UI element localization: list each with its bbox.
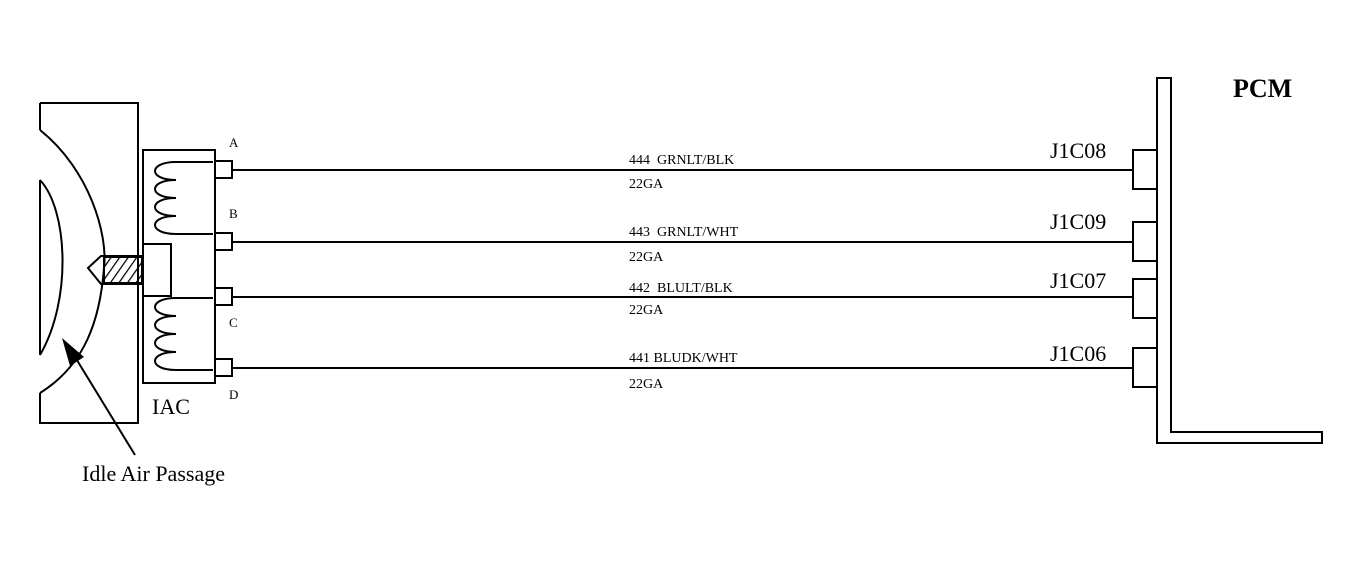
pcm-label: PCM xyxy=(1233,74,1292,103)
wire-label-444: 444 GRNLT/BLK xyxy=(629,153,734,168)
iac-pintle xyxy=(86,243,172,297)
iac-pin-b xyxy=(214,232,233,251)
gauge-label-441: 22GA xyxy=(629,377,664,392)
pcm-terminal-j1c07 xyxy=(1132,278,1158,319)
idle-air-passage-arrow xyxy=(62,338,136,456)
wire-label-442: 442 BLULT/BLK xyxy=(629,281,733,296)
terminal-label-j1c07: J1C07 xyxy=(1050,268,1106,293)
pcm-body xyxy=(1156,77,1323,444)
upper-coil xyxy=(154,161,213,235)
pin-label-d: D xyxy=(229,387,238,402)
pcm-terminal-j1c06 xyxy=(1132,347,1158,388)
lower-coil xyxy=(154,297,213,371)
terminal-label-j1c09: J1C09 xyxy=(1050,209,1106,234)
pcm-terminal-j1c09 xyxy=(1132,221,1158,262)
terminal-label-j1c08: J1C08 xyxy=(1050,138,1106,163)
iac-pin-d xyxy=(214,358,233,377)
iac-label: IAC xyxy=(152,394,190,419)
wire-label-443: 443 GRNLT/WHT xyxy=(629,225,739,240)
iac-motor-body xyxy=(142,149,216,384)
wire-label-441: 441 BLUDK/WHT xyxy=(629,351,738,366)
iac-pin-c xyxy=(214,287,233,306)
gauge-label-442: 22GA xyxy=(629,303,664,318)
pcm-terminal-j1c08 xyxy=(1132,149,1158,190)
gauge-label-444: 22GA xyxy=(629,177,664,192)
pin-label-b: B xyxy=(229,206,238,221)
gauge-label-443: 22GA xyxy=(629,250,664,265)
pin-label-a: A xyxy=(229,135,239,150)
idle-air-passage-label: Idle Air Passage xyxy=(82,461,225,486)
terminal-label-j1c06: J1C06 xyxy=(1050,341,1106,366)
pin-label-c: C xyxy=(229,315,238,330)
iac-pin-a xyxy=(214,160,233,179)
